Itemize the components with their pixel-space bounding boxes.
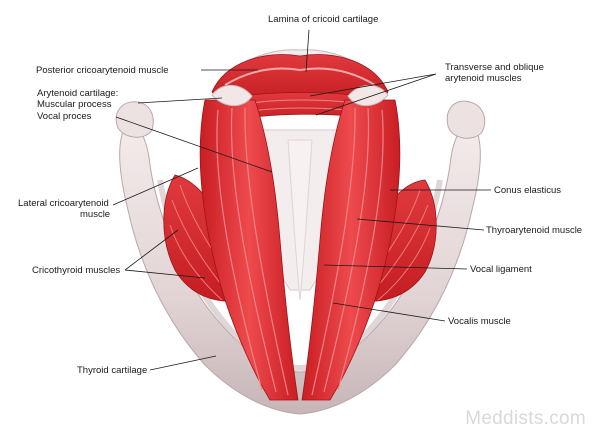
label-thyroarytenoid-muscle: Thyroarytenoid muscle (486, 225, 583, 236)
label-vocalis-muscle: Vocalis muscle (448, 316, 511, 327)
leader-vocal-process (115, 116, 273, 173)
label-conus-elasticus: Conus elasticus (494, 185, 562, 196)
label-vocal-ligament: Vocal ligament (470, 264, 532, 275)
rima-glottidis (287, 139, 313, 301)
leader-muscular-process (137, 97, 223, 104)
left-vocal-fold (199, 84, 299, 401)
label-arytenoid-cartilage: Arytenoid cartilage: (37, 88, 119, 99)
label-lamina-cricoid: Lamina of cricoid cartilage (268, 14, 379, 25)
leader-thyroarytenoid (356, 218, 485, 231)
leader-cricothyroid-b (124, 269, 206, 279)
leader-transverse-b (315, 73, 437, 116)
label-lateral-cricoarytenoid-line2: muscle (80, 209, 111, 220)
label-transverse-oblique-line1: Transverse and oblique (445, 62, 544, 73)
leader-transverse-a (309, 73, 437, 97)
label-muscular-process: Muscular process (37, 99, 112, 110)
leader-thyroid (149, 355, 217, 371)
label-transverse-oblique-line2: arytenoid muscles (445, 73, 522, 84)
leader-lamina (305, 29, 310, 73)
leader-vocal-ligament (323, 264, 468, 270)
label-cricothyroid-muscles: Cricothyroid muscles (32, 265, 121, 276)
label-vocal-process: Vocal proces (37, 111, 92, 122)
leader-cricothyroid-a (124, 229, 179, 271)
leader-vocalis (332, 302, 446, 322)
label-lateral-cricoarytenoid-line1: Lateral cricoarytenoid (18, 198, 109, 209)
left-superior-horn (115, 101, 154, 138)
right-superior-horn (446, 100, 486, 139)
leader-lateral-crico (112, 167, 199, 206)
watermark: Meddists.com (465, 408, 586, 429)
label-posterior-cricoarytenoid: Posterior cricoarytenoid muscle (36, 65, 169, 76)
label-thyroid-cartilage: Thyroid cartilage (77, 365, 148, 376)
leader-lines (112, 29, 491, 371)
